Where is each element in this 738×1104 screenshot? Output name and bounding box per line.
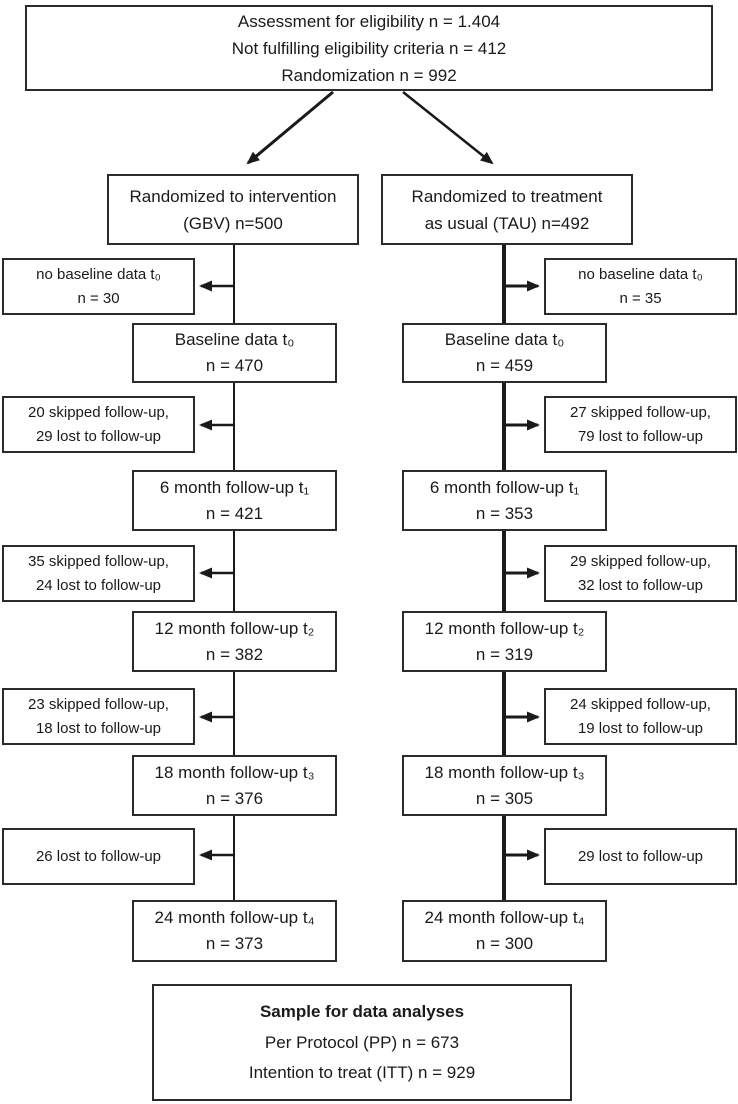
gbv-12m-line2: n = 382 bbox=[205, 644, 264, 664]
gbv-dropout-18m-box: 23 skipped follow-up, 18 lost to follow-… bbox=[2, 688, 195, 745]
gbv-dropout-18m-line1: 23 skipped follow-up, bbox=[28, 695, 169, 713]
tau-24m-box: 24 month follow-up t₄ n = 300 bbox=[402, 900, 607, 962]
gbv-18m-line1: 18 month follow-up t₃ bbox=[154, 762, 315, 782]
tau-dropout-18m-line1: 24 skipped follow-up, bbox=[570, 695, 711, 713]
analysis-sample-box: Sample for data analyses Per Protocol (P… bbox=[152, 984, 572, 1101]
tau-baseline-line2: n = 459 bbox=[475, 356, 534, 375]
gbv-24m-line1: 24 month follow-up t₄ bbox=[154, 908, 315, 927]
analysis-sample-title: Sample for data analyses bbox=[259, 1002, 465, 1022]
tau-6m-line1: 6 month follow-up t₁ bbox=[429, 477, 580, 497]
gbv-no-baseline-line1: no baseline data t₀ bbox=[36, 265, 161, 283]
tau-no-baseline-line2: n = 35 bbox=[619, 289, 662, 307]
tau-no-baseline-box: no baseline data t₀ n = 35 bbox=[544, 258, 737, 315]
gbv-no-baseline-line2: n = 30 bbox=[77, 289, 120, 307]
tau-6m-box: 6 month follow-up t₁ n = 353 bbox=[402, 470, 607, 531]
gbv-dropout-12m-line2: 24 lost to follow-up bbox=[35, 576, 162, 594]
gbv-baseline-box: Baseline data t₀ n = 470 bbox=[132, 323, 337, 383]
tau-12m-line2: n = 319 bbox=[475, 644, 534, 664]
not-fulfilling-line: Not fulfilling eligibility criteria n = … bbox=[231, 38, 507, 58]
per-protocol-line: Per Protocol (PP) n = 673 bbox=[264, 1032, 460, 1052]
tau-dropout-24m-line1: 29 lost to follow-up bbox=[577, 847, 704, 865]
tau-24m-line1: 24 month follow-up t₄ bbox=[424, 908, 585, 927]
tau-18m-line1: 18 month follow-up t₃ bbox=[424, 762, 585, 782]
tau-dropout-12m-line2: 32 lost to follow-up bbox=[577, 576, 704, 594]
gbv-dropout-6m-line1: 20 skipped follow-up, bbox=[28, 403, 169, 421]
gbv-dropout-18m-line2: 18 lost to follow-up bbox=[35, 719, 162, 737]
gbv-18m-line2: n = 376 bbox=[205, 788, 264, 808]
gbv-baseline-line1: Baseline data t₀ bbox=[174, 330, 295, 349]
tau-dropout-6m-line2: 79 lost to follow-up bbox=[577, 427, 704, 445]
gbv-12m-line1: 12 month follow-up t₂ bbox=[154, 618, 315, 638]
tau-baseline-line1: Baseline data t₀ bbox=[444, 330, 565, 349]
assessment-line: Assessment for eligibility n = 1.404 bbox=[237, 11, 501, 31]
tau-randomized-box: Randomized to treatment as usual (TAU) n… bbox=[381, 174, 633, 245]
gbv-24m-line2: n = 373 bbox=[205, 934, 264, 953]
intention-to-treat-line: Intention to treat (ITT) n = 929 bbox=[248, 1062, 476, 1082]
tau-dropout-12m-line1: 29 skipped follow-up, bbox=[570, 552, 711, 570]
tau-24m-line2: n = 300 bbox=[475, 934, 534, 953]
tau-dropout-6m-line1: 27 skipped follow-up, bbox=[570, 403, 711, 421]
gbv-6m-box: 6 month follow-up t₁ n = 421 bbox=[132, 470, 337, 531]
gbv-18m-box: 18 month follow-up t₃ n = 376 bbox=[132, 755, 337, 816]
gbv-randomized-line1: Randomized to intervention bbox=[129, 186, 337, 206]
tau-12m-box: 12 month follow-up t₂ n = 319 bbox=[402, 611, 607, 672]
tau-randomized-line1: Randomized to treatment bbox=[411, 186, 603, 206]
tau-dropout-18m-box: 24 skipped follow-up, 19 lost to follow-… bbox=[544, 688, 737, 745]
randomization-arrows bbox=[246, 90, 494, 165]
randomization-line: Randomization n = 992 bbox=[281, 65, 457, 85]
tau-dropout-6m-box: 27 skipped follow-up, 79 lost to follow-… bbox=[544, 396, 737, 453]
gbv-dropout-12m-box: 35 skipped follow-up, 24 lost to follow-… bbox=[2, 545, 195, 602]
tau-12m-line1: 12 month follow-up t₂ bbox=[424, 618, 585, 638]
tau-dropout-12m-box: 29 skipped follow-up, 32 lost to follow-… bbox=[544, 545, 737, 602]
gbv-randomized-box: Randomized to intervention (GBV) n=500 bbox=[107, 174, 359, 245]
gbv-baseline-line2: n = 470 bbox=[205, 356, 264, 375]
tau-18m-box: 18 month follow-up t₃ n = 305 bbox=[402, 755, 607, 816]
gbv-dropout-24m-box: 26 lost to follow-up bbox=[2, 828, 195, 885]
tau-no-baseline-line1: no baseline data t₀ bbox=[578, 265, 703, 283]
gbv-dropout-12m-line1: 35 skipped follow-up, bbox=[28, 552, 169, 570]
gbv-6m-line1: 6 month follow-up t₁ bbox=[159, 477, 310, 497]
gbv-dropout-6m-box: 20 skipped follow-up, 29 lost to follow-… bbox=[2, 396, 195, 453]
tau-baseline-box: Baseline data t₀ n = 459 bbox=[402, 323, 607, 383]
gbv-dropout-24m-line1: 26 lost to follow-up bbox=[35, 847, 162, 865]
gbv-no-baseline-box: no baseline data t₀ n = 30 bbox=[2, 258, 195, 315]
gbv-dropout-6m-line2: 29 lost to follow-up bbox=[35, 427, 162, 445]
gbv-24m-box: 24 month follow-up t₄ n = 373 bbox=[132, 900, 337, 962]
tau-18m-line2: n = 305 bbox=[475, 788, 534, 808]
gbv-randomized-line2: (GBV) n=500 bbox=[183, 213, 283, 233]
tau-dropout-24m-box: 29 lost to follow-up bbox=[544, 828, 737, 885]
tau-dropout-18m-line2: 19 lost to follow-up bbox=[577, 719, 704, 737]
tau-randomized-line2: as usual (TAU) n=492 bbox=[424, 213, 590, 233]
tau-6m-line2: n = 353 bbox=[475, 503, 534, 523]
gbv-6m-line2: n = 421 bbox=[205, 503, 264, 523]
assessment-eligibility-box: Assessment for eligibility n = 1.404 Not… bbox=[25, 5, 713, 91]
gbv-12m-box: 12 month follow-up t₂ n = 382 bbox=[132, 611, 337, 672]
